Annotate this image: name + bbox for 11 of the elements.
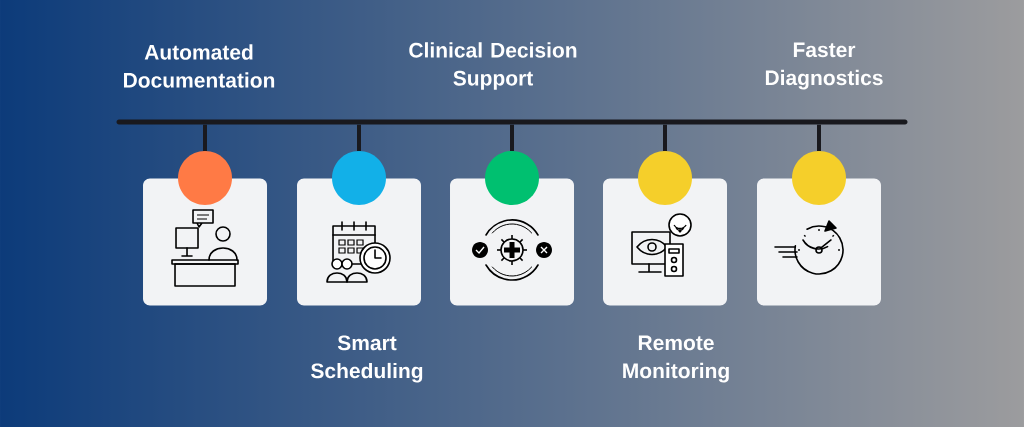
- card-heading: Remote Monitoring: [623, 335, 729, 383]
- connector-stem: [357, 124, 361, 151]
- connector-stem: [510, 124, 514, 151]
- connector-stem: [817, 124, 821, 151]
- connector-stem: [203, 124, 207, 151]
- card-heading: Faster Diagnostics: [765, 42, 883, 90]
- card-heading: Smart Scheduling: [311, 335, 423, 383]
- connector-stem: [663, 124, 667, 151]
- card-heading: Clinical Decision Support: [409, 42, 577, 90]
- card-heading: Automated Documentation: [124, 44, 275, 88]
- timeline-bar: [116, 119, 908, 125]
